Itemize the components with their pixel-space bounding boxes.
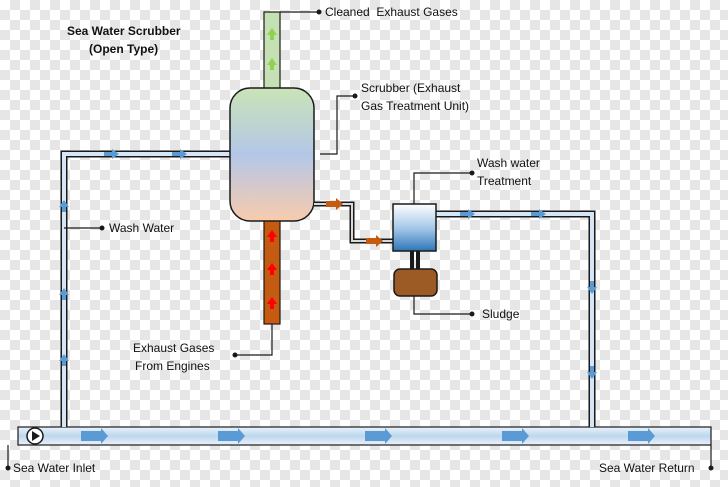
label-sludge: Sludge bbox=[482, 307, 520, 321]
label-exhaust-line2: From Engines bbox=[135, 359, 210, 373]
exhaust-inlet-pipe bbox=[263, 217, 281, 325]
clean-exhaust-pipe bbox=[263, 11, 281, 93]
callout-dots bbox=[5, 9, 714, 471]
pump-icon bbox=[26, 427, 44, 445]
label-sea-water-inlet: Sea Water Inlet bbox=[13, 461, 96, 475]
scrubber-vessel bbox=[229, 87, 315, 222]
label-scrubber-line1: Scrubber (Exhaust bbox=[361, 81, 461, 95]
label-cleaned-exhaust-gases: Cleaned Exhaust Gases bbox=[325, 5, 458, 19]
label-scrubber-line2: Gas Treatment Unit) bbox=[361, 99, 469, 113]
label-wash-water: Wash Water bbox=[109, 221, 174, 235]
diagram-title: Sea Water Scrubber bbox=[67, 24, 181, 38]
discharge-pipe bbox=[314, 198, 393, 247]
main-sea-water-pipe bbox=[17, 426, 712, 446]
diagram-subtitle: (Open Type) bbox=[89, 42, 158, 56]
callout-lines bbox=[7, 11, 712, 468]
label-sea-water-return: Sea Water Return bbox=[599, 461, 695, 475]
label-exhaust-line1: Exhaust Gases bbox=[133, 341, 214, 355]
label-wash-treatment-line2: Treatment bbox=[477, 174, 532, 188]
wash-water-pipe bbox=[59, 149, 230, 427]
wash-water-treatment-unit bbox=[392, 203, 437, 252]
return-water-pipe bbox=[436, 209, 597, 427]
sludge-tank bbox=[393, 268, 438, 297]
label-wash-treatment-line1: Wash water bbox=[477, 156, 540, 170]
